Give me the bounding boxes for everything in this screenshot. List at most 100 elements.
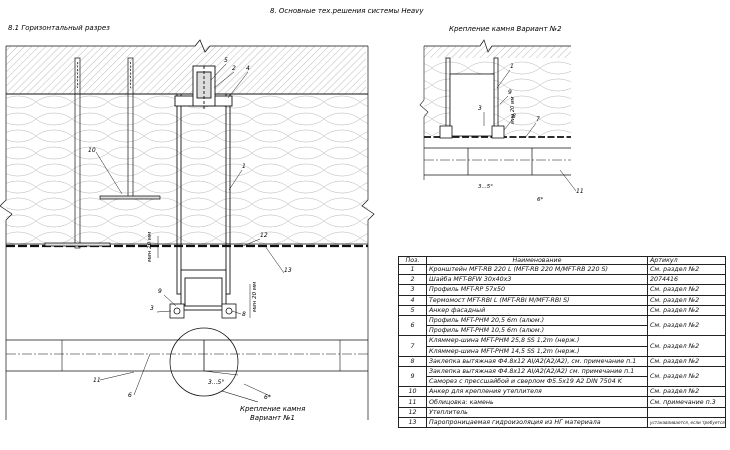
spec-art-cell: См. раздел №2 <box>647 263 726 276</box>
detail-dim-slope: 6* <box>537 197 543 203</box>
spec-art-cell: устанавливается, если требуется <box>647 416 726 429</box>
detail-callout-8: 8 <box>512 113 516 120</box>
callout-label-line1: Крепление камня <box>240 405 305 413</box>
spec-name-cell: Анкер фасадный <box>426 304 648 316</box>
page-title: 8. Основные тех.решения системы Heavy <box>270 7 424 15</box>
spec-pos-cell: 6 <box>398 314 427 337</box>
spec-art-cell: См. раздел №2 <box>647 386 726 398</box>
clips <box>169 303 237 319</box>
detail-bracket <box>439 57 505 139</box>
detail-insulation <box>424 58 571 136</box>
detail-wall-hatch <box>424 46 571 58</box>
callout-1: 1 <box>242 163 246 170</box>
detail-callout-3: 3 <box>478 105 482 112</box>
callout-9: 9 <box>158 288 162 295</box>
spec-art-cell: См. раздел №2 <box>647 284 726 296</box>
spec-name-cell: Профиль MFT-PHM 10,5 6m (алюм.) <box>426 325 648 337</box>
spec-name-cell: Облицовка: камень <box>426 396 648 408</box>
callout-2: 2 <box>232 65 236 72</box>
spec-pos-cell: 2 <box>398 274 427 286</box>
wall-hatch <box>6 46 366 94</box>
detail-leaders <box>483 69 577 192</box>
spec-pos-cell: 13 <box>398 416 427 429</box>
spec-art-cell: См. раздел №2 <box>647 304 726 316</box>
callout-12: 12 <box>260 232 268 239</box>
dim-angle: 3...5° <box>208 379 224 386</box>
spec-name-cell: Анкер для крепления утеплителя <box>426 386 648 398</box>
break-line-right <box>361 46 375 420</box>
spec-name-cell: Шайба MFT-BFW 30x40x3 <box>426 274 648 286</box>
callout-5: 5 <box>224 57 228 64</box>
callout-6: 6 <box>128 392 132 399</box>
spec-art-cell: См. раздел №2 <box>647 314 726 337</box>
insulation <box>6 94 368 244</box>
spec-art-cell: См. раздел №2 <box>647 355 726 367</box>
spec-name-cell: Паропроницаемая гидроизоляция из НГ мате… <box>426 416 648 429</box>
detail-callout-7: 7 <box>536 116 540 123</box>
break-line-top <box>6 39 368 53</box>
spec-pos-cell: 5 <box>398 304 427 316</box>
detail-dim-angle: 3...5° <box>478 184 493 190</box>
bracket <box>174 65 233 311</box>
break-line-left <box>0 46 13 420</box>
detail-callout-9: 9 <box>508 89 512 96</box>
dim-angle-line <box>203 370 239 376</box>
spec-name-cell: Заклепка вытяжная Ф4.8x12 AI/A2(A2/A2) с… <box>426 365 648 378</box>
callout-leader <box>221 390 259 403</box>
leaders <box>95 63 285 396</box>
callout-8: 8 <box>242 311 246 318</box>
dim-slope: 6* <box>264 394 271 401</box>
spec-art-cell: См. примечание п.3 <box>647 396 726 408</box>
spec-header-art: Артикул <box>647 256 726 265</box>
callout-13: 13 <box>284 267 292 274</box>
spec-art-cell: См. раздел №2 <box>647 335 726 357</box>
spec-art-cell <box>647 406 726 418</box>
detail-callout-11: 11 <box>576 188 584 195</box>
callout-10: 10 <box>88 147 96 154</box>
spec-header-pos: Поз. <box>398 256 427 265</box>
callout-4: 4 <box>246 65 250 72</box>
spec-pos-cell: 3 <box>398 284 427 296</box>
detail-section: мин 20 мм 3...5° 6* 1 9 3 8 7 11 <box>419 39 584 203</box>
section-title: 8.1 Горизонтальный разрез <box>8 24 110 32</box>
spec-pos-cell: 11 <box>398 396 427 408</box>
dim-slope-line <box>243 383 271 397</box>
spec-name-cell: Саморез с прессшайбой и сверлом Ф5.5x19 … <box>426 376 648 388</box>
spec-name-cell: Кляммер-шина MFT-PHM 25,8 SS 1,2m (нерж.… <box>426 335 648 347</box>
spec-art-cell: См. раздел №2 <box>647 294 726 306</box>
spec-pos-cell: 9 <box>398 365 427 388</box>
spec-pos-cell: 10 <box>398 386 427 398</box>
spec-pos-cell: 8 <box>398 355 427 367</box>
spec-pos-cell: 12 <box>398 406 427 418</box>
spec-name-cell: Заклепка вытяжная Ф4.8x12 AI/A2(A2/A2), … <box>426 355 648 367</box>
detail-break-top <box>424 39 571 53</box>
callout-3: 3 <box>150 305 154 312</box>
spec-name-cell: Профиль MFT-PHM 20,5 6m (алюм.) <box>426 314 648 327</box>
dim-gap-main: мин 20 мм <box>147 232 153 262</box>
detail-callout-circle <box>169 327 239 397</box>
insulation-anchors <box>44 57 161 249</box>
spec-header-row: Поз. Наименование Артикул <box>398 256 726 265</box>
main-section: мин 20 мм мин 20 мм 3...5° 6* Крепление … <box>0 39 375 422</box>
detail-callout-1: 1 <box>510 63 514 70</box>
spec-art-cell: См. раздел №2 <box>647 365 726 388</box>
spec-name-cell: Профиль MFT-RP 57x50 <box>426 284 648 296</box>
spec-pos-cell: 7 <box>398 335 427 357</box>
detail-break-left <box>419 46 429 180</box>
detail-dim-gap: мин 20 мм <box>510 96 516 124</box>
spec-name-cell: Термомост MFT-RBI L (MFT-RBI M/MFT-RBI S… <box>426 294 648 306</box>
dim-gap-side: мин 20 мм <box>252 282 258 312</box>
